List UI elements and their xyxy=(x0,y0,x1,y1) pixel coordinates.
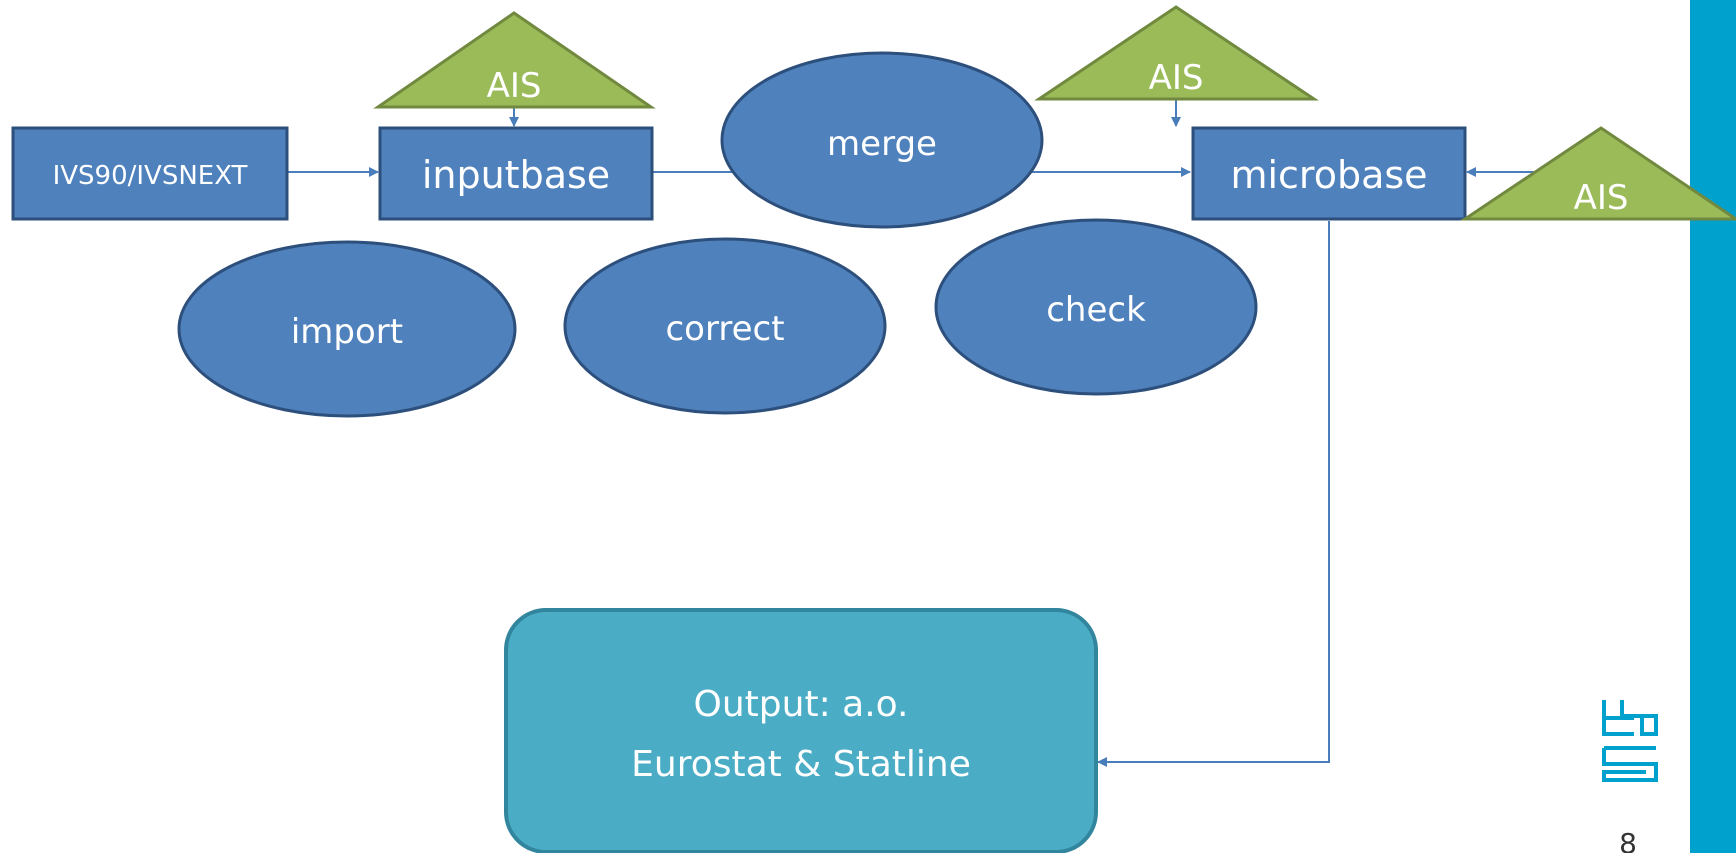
arrow-microbase-to-output xyxy=(1097,221,1330,767)
output-line-1: Output: a.o. xyxy=(694,684,909,725)
ais-triangle-inputbase: AIS xyxy=(373,11,656,109)
ais-triangle-microbase-right: AIS xyxy=(1460,126,1736,221)
page-number: 8 xyxy=(1619,827,1637,853)
ais-label: AIS xyxy=(487,66,542,106)
process-label: check xyxy=(1046,290,1146,330)
process-label: import xyxy=(291,312,403,352)
process-correct: correct xyxy=(563,237,887,415)
process-label: correct xyxy=(665,309,784,349)
output-line-2: Eurostat & Statline xyxy=(631,744,971,785)
output-box: Output: a.o. Eurostat & Statline xyxy=(504,608,1098,853)
ais-label: AIS xyxy=(1149,58,1204,98)
process-label: merge xyxy=(827,124,937,164)
box-source: IVS90/IVSNEXT xyxy=(11,126,289,221)
ais-triangle-microbase: AIS xyxy=(1034,5,1319,101)
side-accent-bar xyxy=(1690,0,1736,853)
cbs-logo-icon xyxy=(1602,700,1658,782)
box-label: inputbase xyxy=(422,153,610,197)
process-import: import xyxy=(177,240,517,418)
box-label: IVS90/IVSNEXT xyxy=(53,161,248,191)
box-label: microbase xyxy=(1230,153,1427,197)
process-merge: merge xyxy=(720,51,1044,229)
box-inputbase: inputbase xyxy=(378,126,654,221)
ais-label: AIS xyxy=(1574,178,1629,218)
box-microbase: microbase xyxy=(1191,126,1467,221)
process-check: check xyxy=(934,218,1258,396)
